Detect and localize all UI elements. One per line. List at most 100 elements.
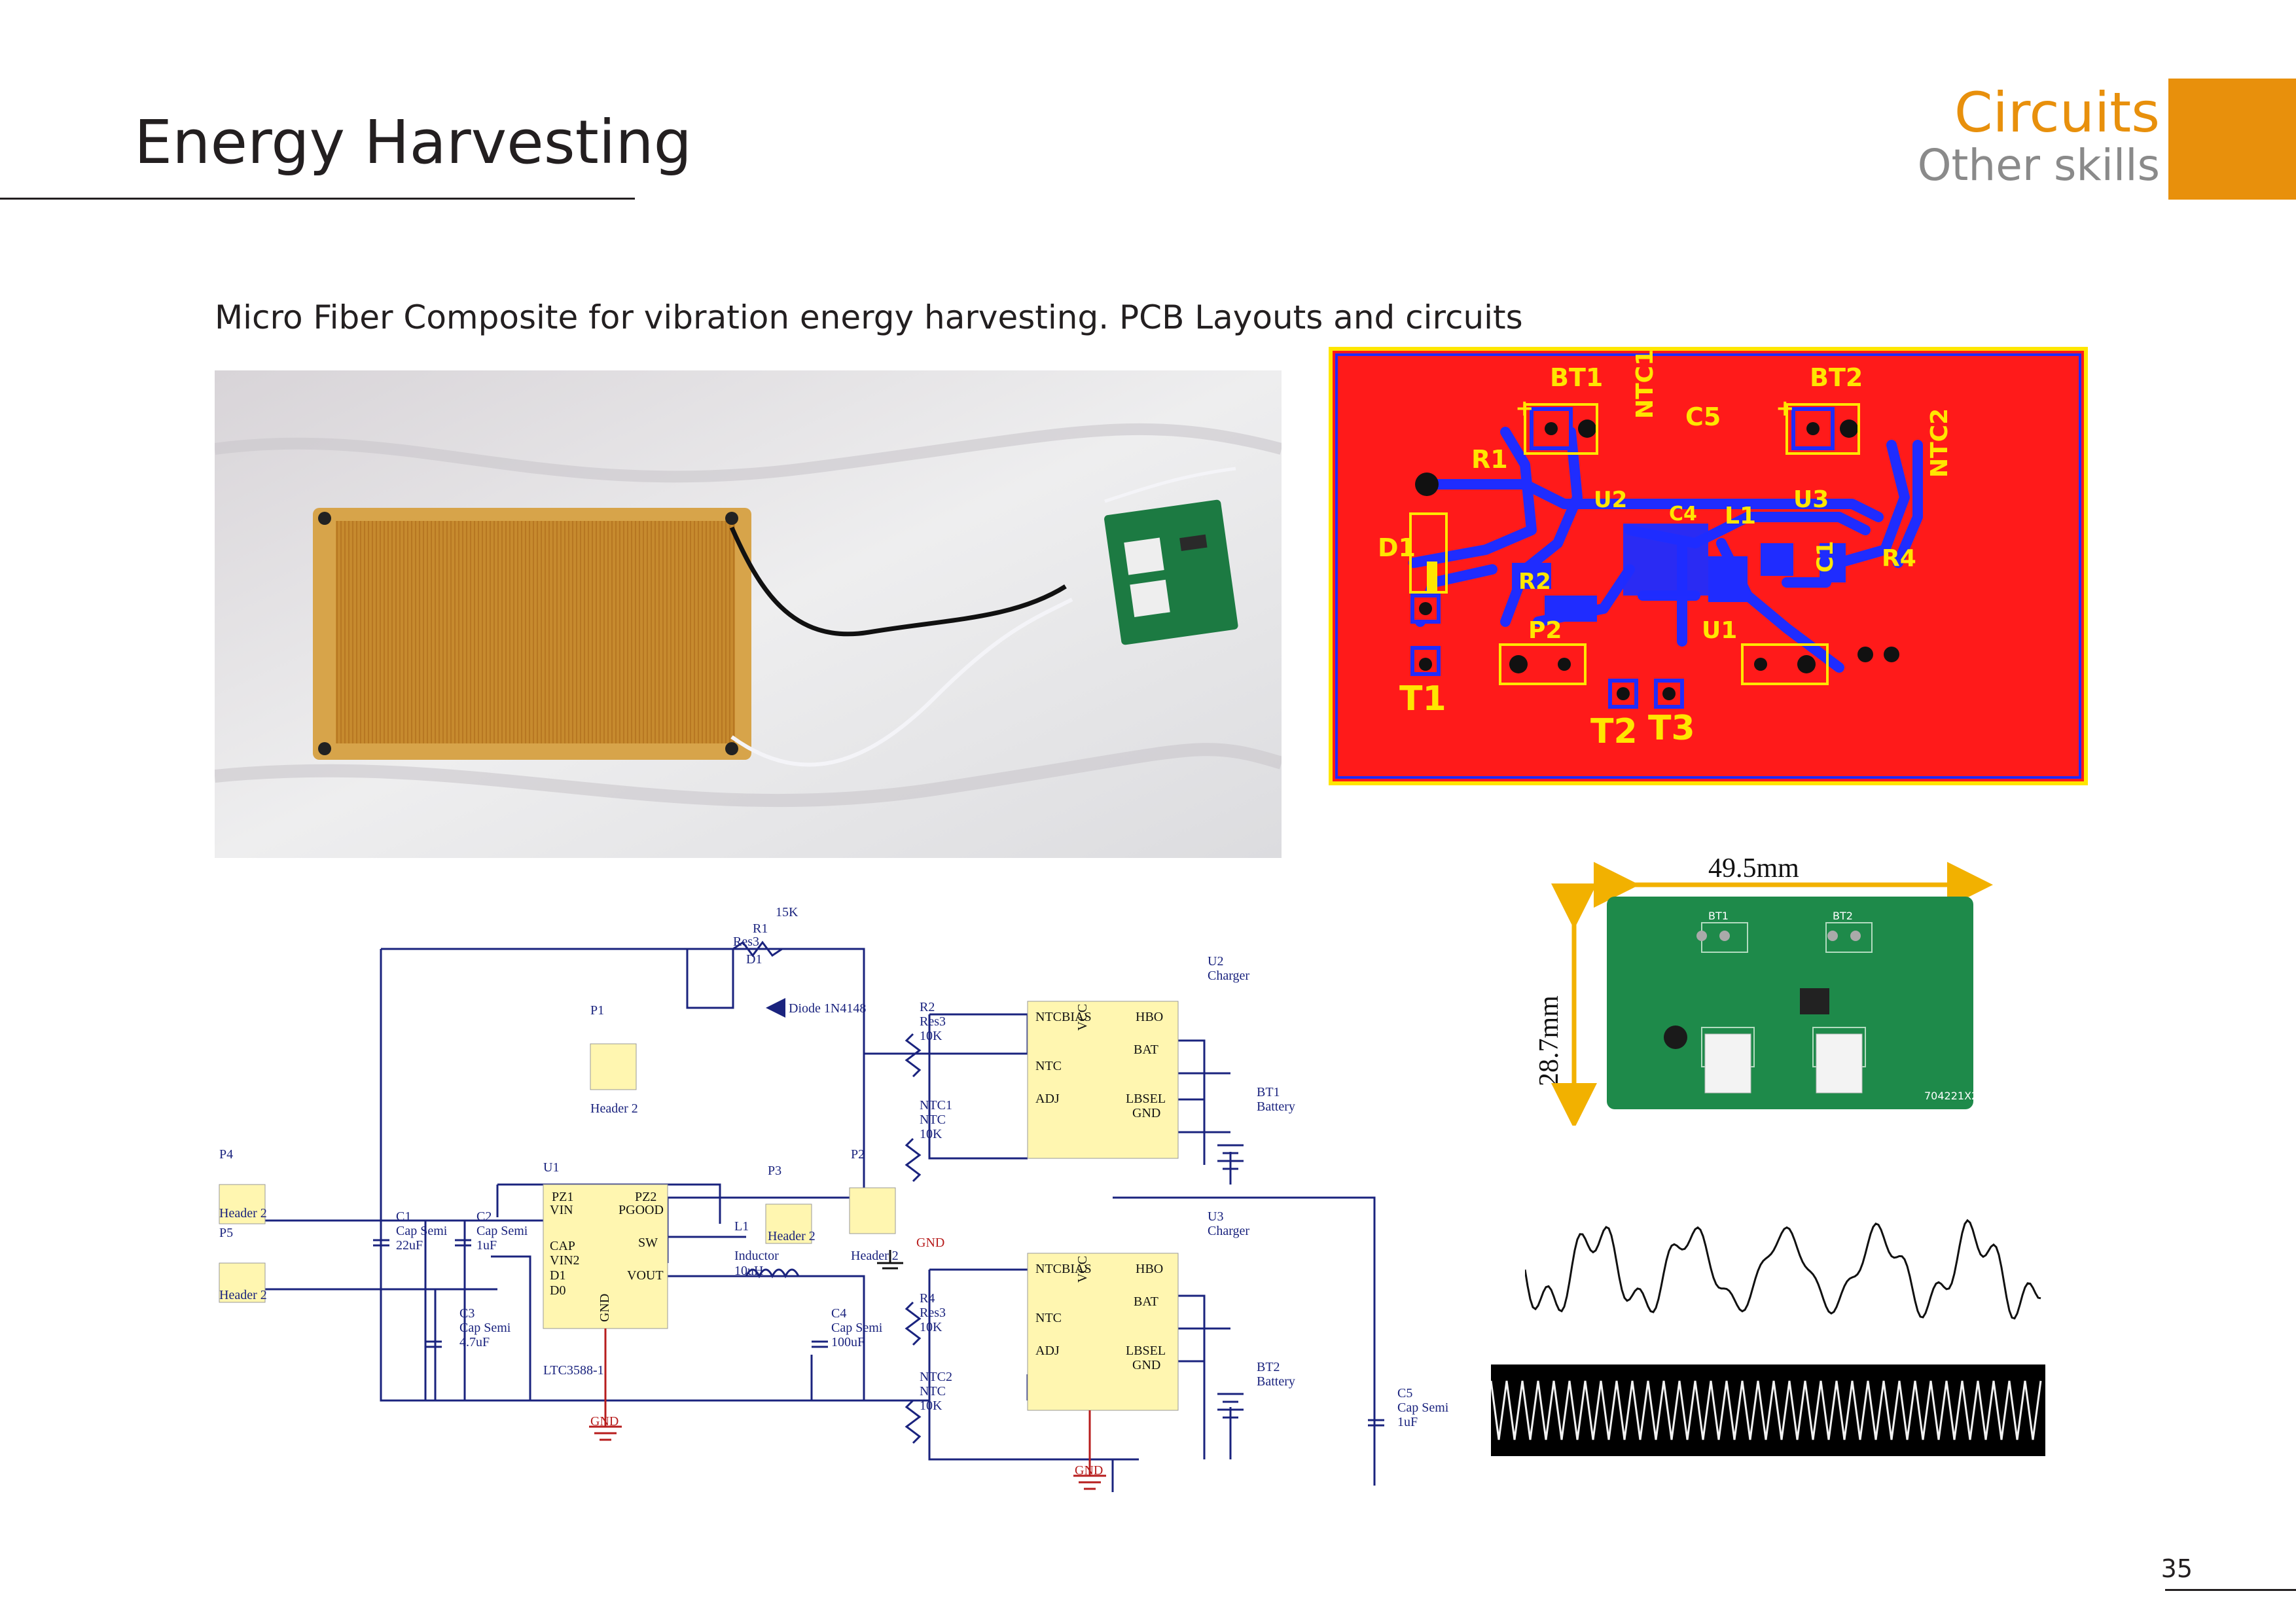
page-number-rule [2165,1589,2296,1591]
header-p4 [219,1184,266,1224]
u1-pin-gnd: GND [598,1294,612,1322]
r2-value: 10K [920,1029,942,1043]
pcb-label-l1: L1 [1725,503,1756,529]
c2-value: 1uF [476,1238,497,1253]
u2-type: Charger [1208,969,1249,983]
u3-pin-adj: ADJ [1035,1344,1060,1358]
pcb-label-p2: P2 [1528,617,1562,644]
header-p5 [219,1262,266,1303]
header-p2 [849,1187,896,1234]
c4-ref: C4 [831,1306,846,1321]
u1-pin-d1: D1 [550,1268,565,1283]
resistor-r4 [905,1301,922,1346]
p4-ref: P4 [219,1147,233,1162]
pcb-label-r1: R1 [1471,445,1508,474]
section-tab-circuits: Circuits [1954,80,2160,145]
harvester-photo [215,370,1282,858]
bt2-type: Battery [1257,1374,1295,1389]
c2-type: Cap Semi [476,1224,528,1238]
u2-pin-hbo: HBO [1136,1010,1163,1024]
pcb-label-c5: C5 [1685,402,1721,431]
r1-ref: R1 [753,921,768,936]
u1-part: LTC3588-1 [543,1363,604,1378]
oscilloscope-trace [1491,1364,2045,1456]
pcb-label-u2: U2 [1594,487,1627,513]
ground-symbol-u3 [1073,1410,1106,1490]
c1-ref: C1 [396,1209,411,1224]
page-number: 35 [2161,1554,2193,1583]
r4-ref: R4 [920,1291,935,1306]
l1-ref: L1 [734,1219,749,1234]
pcb-label-r4: R4 [1882,545,1916,572]
copper-pads [1512,524,1846,622]
u3-type: Charger [1208,1224,1249,1238]
thermistor-ntc1 [905,1137,922,1183]
c1-value: 22uF [396,1238,423,1253]
pcb-label-c1: C1 [1812,541,1839,573]
header-p3 [765,1204,812,1244]
svg-text:BT2: BT2 [1833,910,1853,922]
module-board [1607,897,1973,1109]
gnd-label-p2: GND [916,1236,944,1250]
c2-ref: C2 [476,1209,492,1224]
u1-pin-pz1: PZ1 [552,1190,573,1204]
through-holes [1410,407,1835,709]
pcb-label-d1: D1 [1378,533,1416,562]
bt1-ref: BT1 [1257,1085,1280,1099]
p5-ref: P5 [219,1226,233,1240]
u1-pin-pz2: PZ2 [635,1190,656,1204]
pcb-label-t3: T3 [1648,709,1695,748]
p2-ref: P2 [851,1147,865,1162]
ic-u2: NTCBIAS VCC HBO BAT NTC ADJ LBSEL GND [1027,1001,1179,1159]
u2-pin-gnd: GND [1132,1106,1160,1120]
ground-symbol-p2 [877,1250,903,1270]
thermistor-ntc2 [905,1399,922,1444]
ntc1-value: 10K [920,1127,942,1141]
pcb-plus-bt1: + [1515,395,1534,421]
resistor-r2 [905,1033,922,1078]
ntc1-ref: NTC1 [920,1098,952,1113]
module-code: 704221X2 [1924,1090,1978,1102]
page-title: Energy Harvesting [134,107,692,177]
gnd-label-u3: GND [1075,1463,1103,1478]
title-underline [0,198,635,200]
u1-pin-d0: D0 [550,1283,565,1298]
ic-u1: PZ1 PZ2 VIN PGOOD CAP SW VIN2 VOUT D1 D0… [543,1184,668,1329]
pcb-label-bt2: BT2 [1810,363,1863,392]
c5-value: 1uF [1397,1415,1418,1429]
resistor-r1 [732,940,783,957]
u1-pin-vout: VOUT [627,1268,664,1283]
pcb-label-c4: C4 [1669,503,1697,526]
bt1-type: Battery [1257,1099,1295,1114]
u3-pin-vcc: VCC [1075,1256,1090,1283]
u3-pin-bat: BAT [1134,1294,1158,1309]
c3-value: 4.7uF [459,1335,490,1349]
u1-pin-pgood: PGOOD [619,1203,664,1217]
u1-pin-vin: VIN [550,1203,573,1217]
u2-pin-ntc: NTC [1035,1059,1062,1073]
p5-type: Header 2 [219,1288,267,1302]
l1-value: 10uH [734,1264,763,1278]
u2-pin-ntcbias: NTCBIAS [1035,1010,1092,1024]
schematic-wires [223,948,1376,1492]
r1-type: Res3 [733,935,759,949]
p3-ref: P3 [768,1164,781,1178]
p1-type: Header 2 [590,1101,638,1116]
r4-value: 10K [920,1320,942,1334]
u3-pin-ntcbias: NTCBIAS [1035,1262,1092,1276]
u2-pin-vcc: VCC [1075,1004,1090,1031]
pcb-label-bt1: BT1 [1550,363,1603,392]
diode-d1 [766,998,785,1018]
pcb-label-u1: U1 [1702,617,1737,644]
header-p1 [590,1043,637,1090]
r1-value: 15K [776,905,798,919]
c1-type: Cap Semi [396,1224,448,1238]
c4-value: 100uF [831,1335,865,1349]
r4-type: Res3 [920,1306,946,1320]
ntc2-value: 10K [920,1399,942,1413]
u3-pin-lbsel: LBSEL [1126,1344,1166,1358]
c5-type: Cap Semi [1397,1400,1449,1415]
pcb-label-t1: T1 [1399,679,1446,719]
inductor-l1 [745,1268,800,1279]
p1-ref: P1 [590,1003,604,1018]
